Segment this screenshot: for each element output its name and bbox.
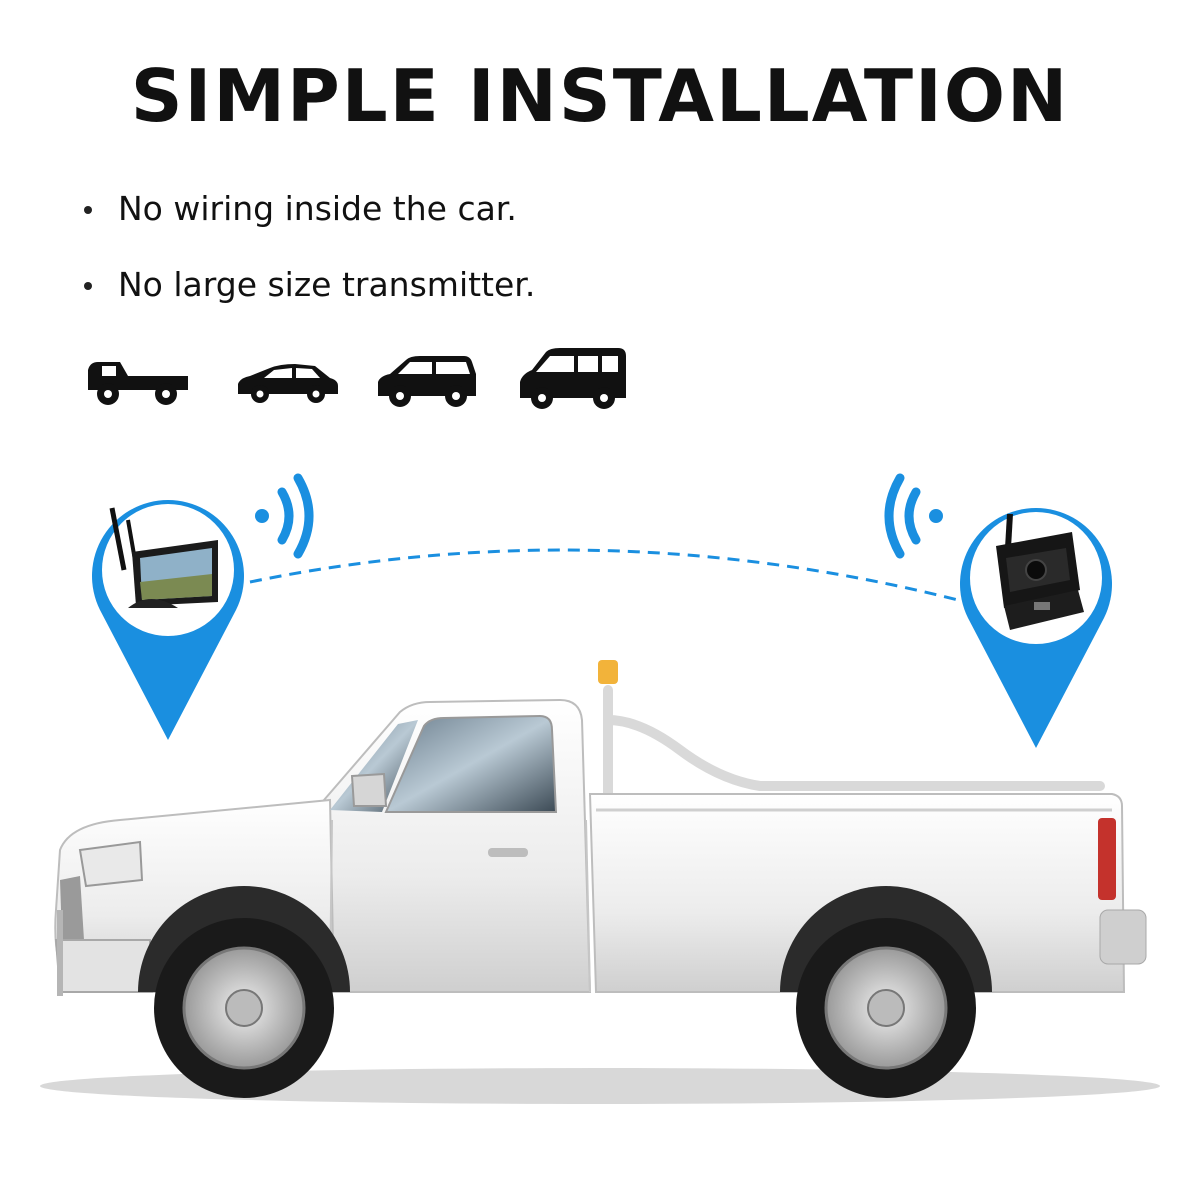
page-title: SIMPLE INSTALLATION xyxy=(130,54,1070,138)
beacon-light xyxy=(598,660,618,684)
wifi-signal-icon xyxy=(884,473,943,559)
camera-icon xyxy=(996,513,1084,630)
wifi-signal-icon xyxy=(255,473,314,559)
minivan-icon xyxy=(520,348,626,409)
camera-location-pin xyxy=(960,508,1112,748)
truck-wheel xyxy=(796,918,976,1098)
wireless-link-line xyxy=(249,548,959,602)
feature-list: No wiring inside the car. No large size … xyxy=(80,192,535,344)
sedan-icon xyxy=(238,364,338,403)
feature-item: No large size transmitter. xyxy=(80,268,535,310)
monitor-location-pin xyxy=(92,500,244,740)
truck-wheel xyxy=(154,918,334,1098)
vehicle-icons-row xyxy=(88,348,626,409)
flatbed-truck-icon xyxy=(88,362,188,405)
installation-illustration xyxy=(40,473,1160,1104)
suv-icon xyxy=(378,356,476,407)
monitor-icon xyxy=(109,507,218,608)
feature-item: No wiring inside the car. xyxy=(80,192,535,234)
pickup-truck-illustration xyxy=(54,660,1147,1098)
